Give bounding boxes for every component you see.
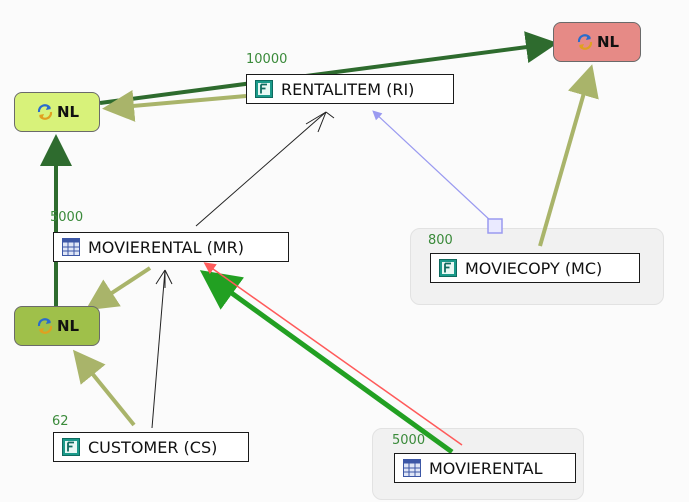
crowfoot-rentalitem <box>305 111 335 133</box>
edge-moviecopy-to-rentalitem <box>372 110 493 223</box>
nl-node-left-top[interactable]: NL <box>14 92 100 132</box>
movierental-count: 5000 <box>392 433 426 448</box>
customer-count: 62 <box>52 414 69 429</box>
table-icon <box>255 80 273 98</box>
edge-rentalitem-to-nl-left-top <box>102 89 247 122</box>
edge-movierental-mr-to-nl-left-bottom <box>85 266 152 311</box>
nl-node-left-bottom[interactable]: NL <box>14 306 100 346</box>
rentalitem-count: 10000 <box>246 52 288 67</box>
refresh-icon <box>575 33 595 51</box>
table-icon <box>62 438 80 456</box>
edge-moviecopy-to-nl-top-right <box>538 64 599 247</box>
movierental-node[interactable]: MOVIERENTAL <box>394 453 576 483</box>
refresh-icon <box>35 317 55 335</box>
movierental-label: MOVIERENTAL <box>429 458 543 478</box>
nl-label: NL <box>56 103 80 121</box>
customer-label: CUSTOMER (CS) <box>88 437 218 457</box>
movierental-mr-node[interactable]: MOVIERENTAL (MR) <box>53 232 289 262</box>
customer-node[interactable]: CUSTOMER (CS) <box>53 432 249 462</box>
table-grid-icon <box>62 238 80 256</box>
blue-port-marker <box>487 218 503 234</box>
movierental-mr-count: 5000 <box>50 210 84 225</box>
moviecopy-label: MOVIECOPY (MC) <box>465 258 603 278</box>
table-icon <box>439 259 457 277</box>
rentalitem-node[interactable]: RENTALITEM (RI) <box>246 74 454 104</box>
edge-movierental-mr-to-rentalitem <box>195 111 327 227</box>
table-grid-icon <box>403 459 421 477</box>
moviecopy-count: 800 <box>428 233 453 248</box>
nl-node-top-right[interactable]: NL <box>553 22 641 62</box>
edge-customer-to-movierental-mr <box>151 269 166 429</box>
edge-movierental-to-movierental-mr-red <box>203 262 463 446</box>
rentalitem-label: RENTALITEM (RI) <box>281 79 415 99</box>
refresh-icon <box>35 103 55 121</box>
edge-customer-to-nl-left-bottom <box>72 349 136 427</box>
nl-label: NL <box>56 317 80 335</box>
moviecopy-node[interactable]: MOVIECOPY (MC) <box>430 253 640 283</box>
edge-movierental-to-movierental-mr <box>199 270 454 455</box>
movierental-mr-label: MOVIERENTAL (MR) <box>88 237 244 257</box>
edge-nl-left-top-to-nl-top-right <box>99 31 558 105</box>
crowfoot-movierental-mr <box>155 269 173 288</box>
nl-label: NL <box>596 33 620 51</box>
